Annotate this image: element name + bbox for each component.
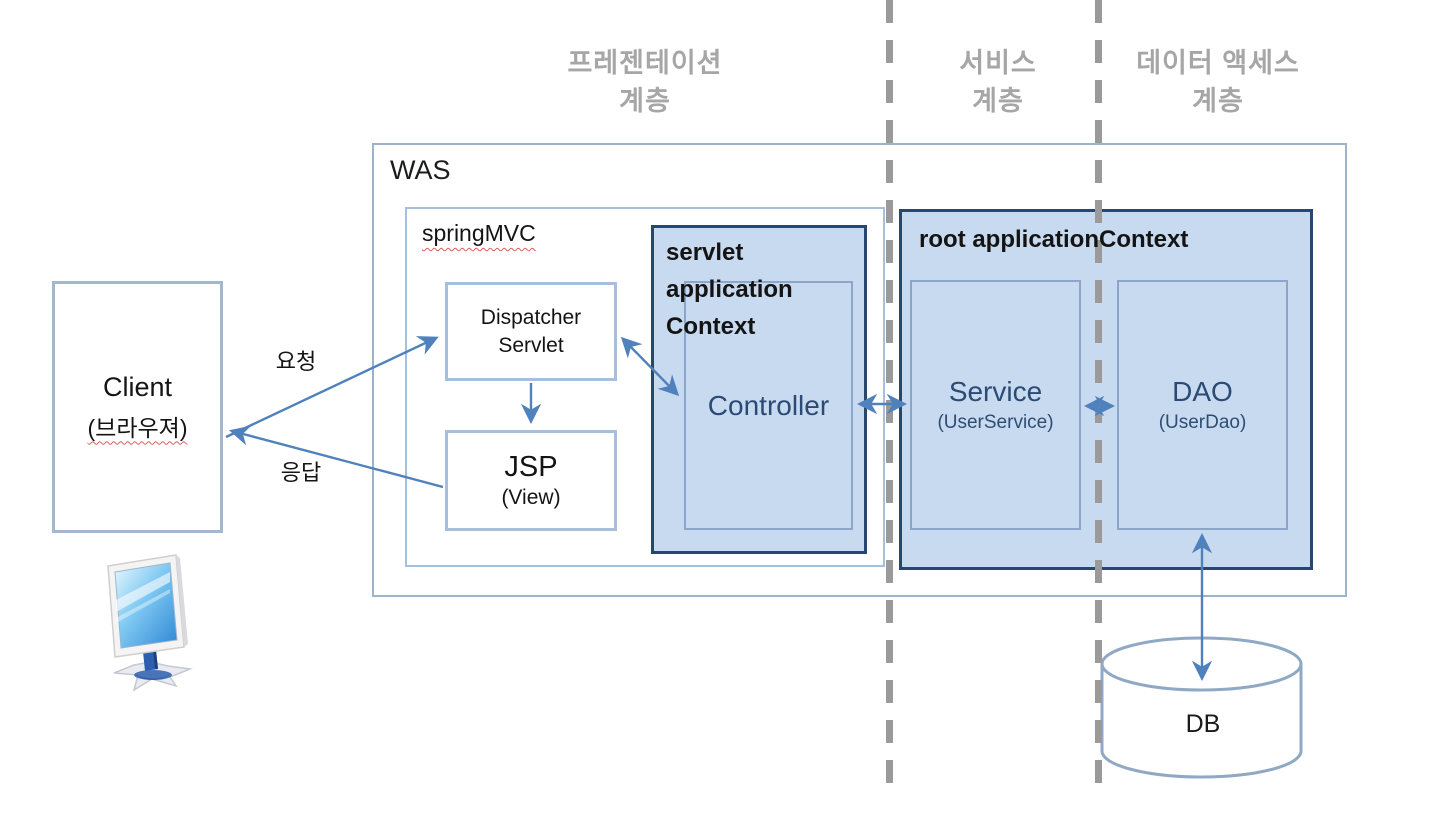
lane-label-service-line2: 계층: [972, 86, 1024, 116]
computer-monitor-icon: [107, 554, 193, 692]
root-application-context-title: root applicationContext: [919, 226, 1189, 253]
dispatcher-label-line1: Dispatcher: [480, 305, 582, 329]
lane-label-presentation-line2: 계층: [619, 86, 671, 116]
db-label: DB: [1185, 710, 1221, 738]
lane-label-data-access: 데이터 액세스 계층: [1068, 44, 1368, 120]
client-title: Client: [102, 371, 173, 402]
dao-subtitle: (UserDao): [1158, 412, 1247, 433]
request-label: 요청: [275, 349, 317, 374]
was-label: WAS: [390, 155, 451, 185]
controller-box: Controller: [684, 281, 853, 530]
jsp-subtitle: (View): [501, 486, 561, 509]
jsp-title: JSP: [504, 451, 558, 483]
lane-label-service-line1: 서비스: [959, 48, 1037, 78]
dispatcher-label-line2: Servlet: [498, 333, 564, 357]
jsp-box: JSP (View): [445, 430, 617, 531]
lane-label-presentation-line1: 프레젠테이션: [567, 48, 723, 78]
service-title: Service: [948, 376, 1043, 407]
lane-divider-service-dataaccess: [1095, 0, 1102, 795]
lane-divider-presentation-service: [886, 0, 893, 795]
root-application-context: [899, 209, 1313, 570]
lane-label-data-access-line2: 계층: [1192, 86, 1244, 116]
dao-box: DAO (UserDao): [1117, 280, 1288, 530]
dispatcher-servlet-box: Dispatcher Servlet: [445, 282, 617, 381]
response-label: 응답: [280, 460, 322, 485]
client-box: Client (브라우져): [52, 281, 223, 533]
dao-title: DAO: [1172, 376, 1233, 407]
springmvc-label: springMVC: [422, 220, 536, 246]
controller-label: Controller: [707, 389, 830, 421]
service-box: Service (UserService): [910, 280, 1081, 530]
lane-label-service: 서비스 계층: [898, 44, 1098, 120]
service-subtitle: (UserService): [937, 412, 1054, 433]
client-subtitle: (브라우져): [87, 414, 188, 441]
servlet-application-context-title: servlet application Context: [666, 239, 793, 340]
lane-label-presentation: 프레젠테이션 계층: [495, 44, 795, 120]
lane-label-data-access-line1: 데이터 액세스: [1136, 48, 1300, 78]
db-cylinder-icon: [1100, 636, 1303, 779]
